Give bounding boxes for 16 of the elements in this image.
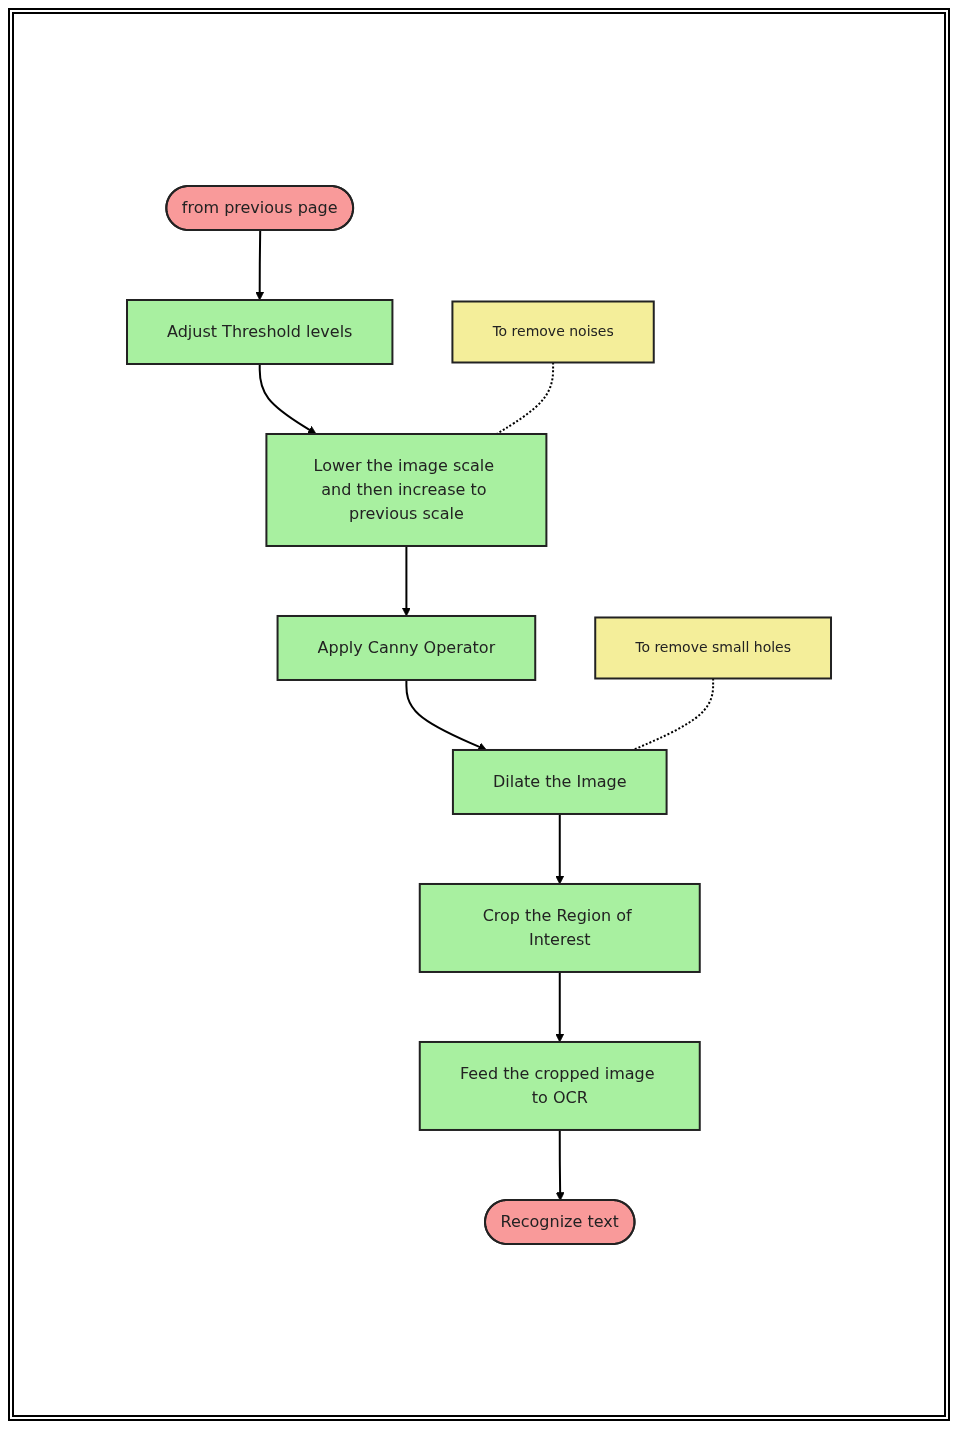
- arrow: [258, 362, 317, 434]
- node-box: Lower the image scale and then increase to previous scale: [265, 432, 548, 547]
- arrow: [402, 544, 411, 616]
- node-box: Crop the Region of Interest: [418, 882, 701, 973]
- arrow: [555, 1128, 565, 1201]
- arrow: [405, 678, 487, 751]
- node-box: Apply Canny Operator: [276, 614, 537, 681]
- arrow: [555, 812, 565, 884]
- node-box: To remove noises: [451, 300, 655, 363]
- arrow: [255, 229, 265, 300]
- connector: [632, 677, 715, 751]
- node-box: Feed the cropped image to OCR: [418, 1040, 701, 1131]
- arrow: [555, 970, 565, 1042]
- node-box: To remove small holes: [594, 616, 832, 679]
- node-box: Dilate the Image: [451, 748, 668, 815]
- node-box: Adjust Threshold levels: [126, 298, 394, 365]
